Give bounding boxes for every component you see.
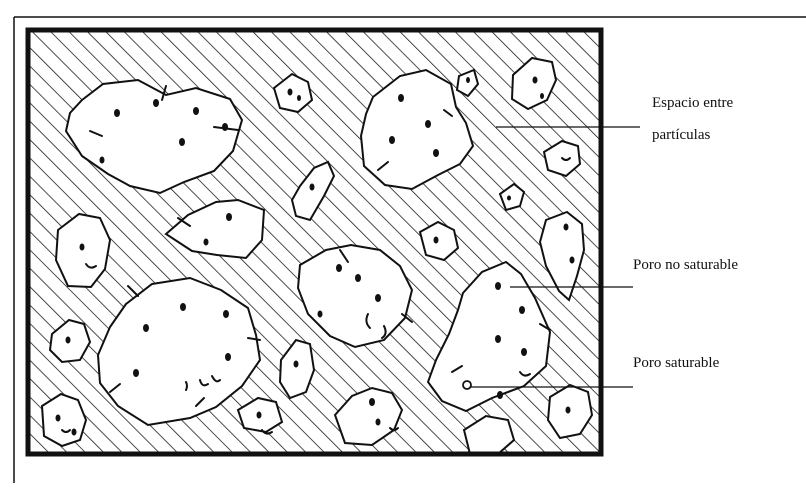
particle xyxy=(42,394,86,446)
label-interparticle-space-line2: partículas xyxy=(652,126,710,145)
saturable-pore-circle xyxy=(463,381,471,389)
label-interparticle-space-line1: Espacio entre xyxy=(652,94,733,113)
label-non-saturable-pore: Poro no saturable xyxy=(633,256,738,275)
label-saturable-pore: Poro saturable xyxy=(633,354,719,373)
